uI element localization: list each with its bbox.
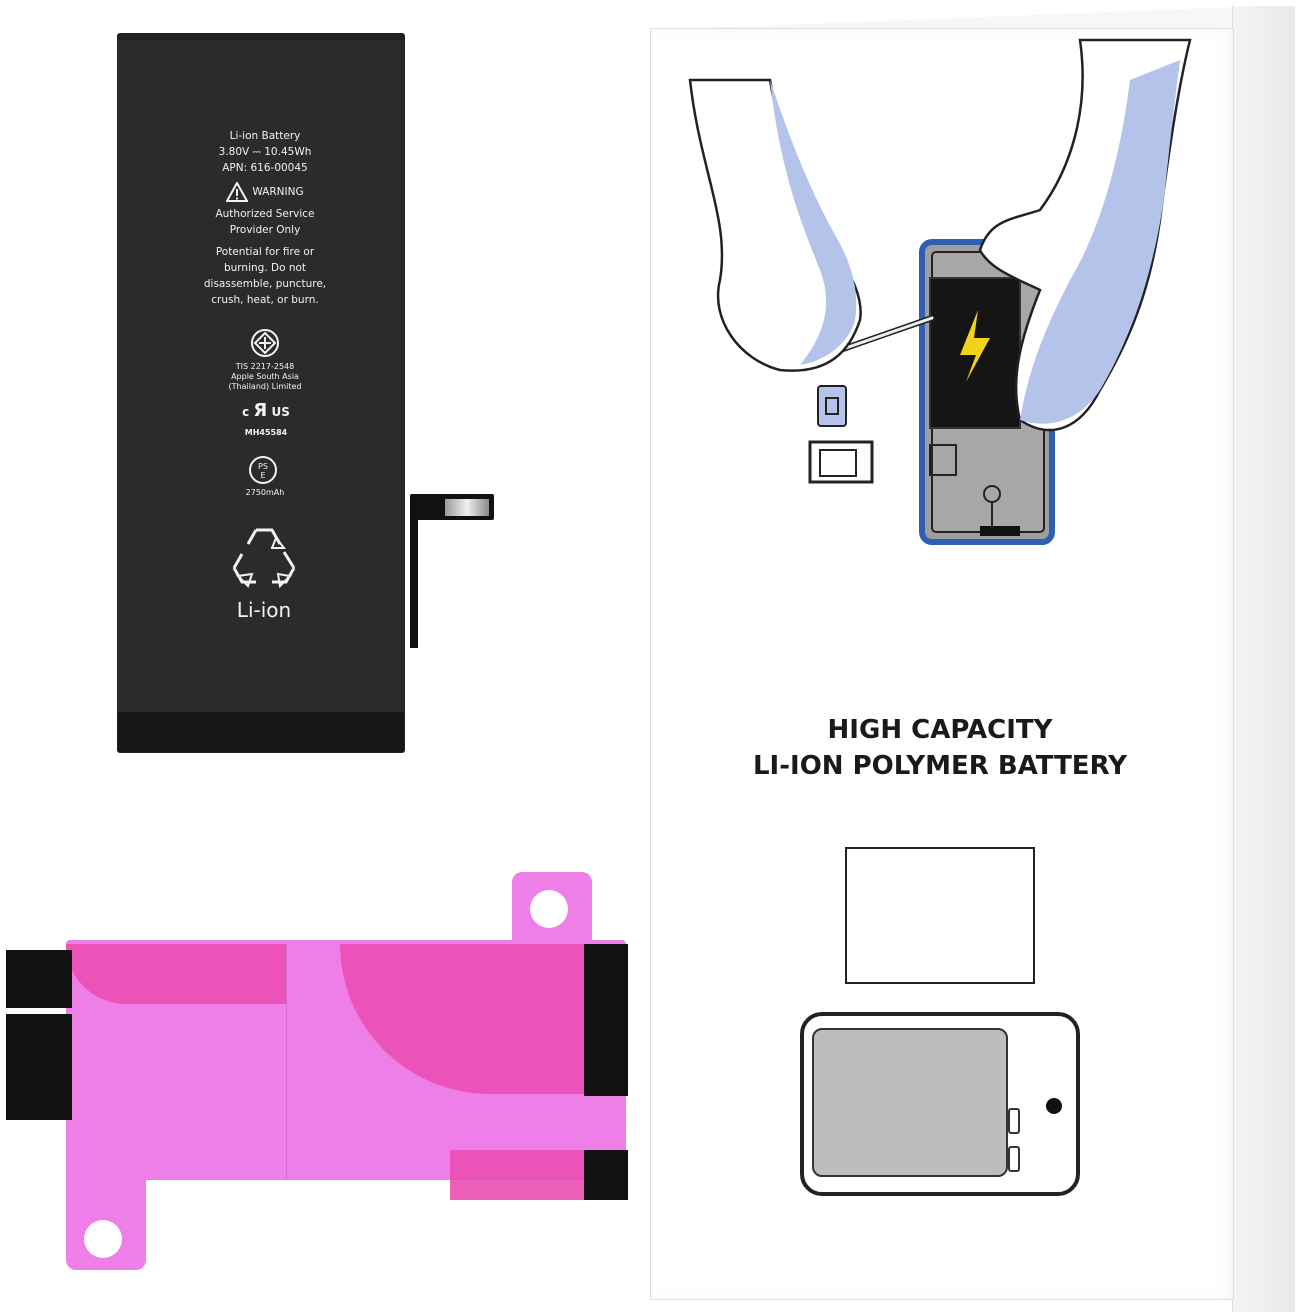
adhesive-top-hole — [530, 890, 568, 928]
battery-top-edge — [118, 34, 404, 40]
service-line-1: Authorized Service — [215, 208, 315, 220]
battery-cell — [118, 34, 404, 752]
hazard-line-2: burning. Do not — [223, 262, 307, 274]
ul-mark: c Я US — [226, 402, 306, 420]
battery-voltage: 3.80V ⎓ 10.45Wh — [218, 146, 312, 158]
adhesive-pull-tab — [584, 944, 628, 1096]
box-title-line-1: HIGH CAPACITY — [827, 715, 1053, 745]
tis-line-1: TIS 2217-2548 — [235, 362, 295, 371]
battery-connector-plate — [445, 499, 489, 516]
ul-c: c — [242, 405, 250, 419]
adhesive-pull-tab — [6, 1014, 72, 1120]
warning-triangle-icon — [226, 182, 249, 202]
recycle-label: Li-ion — [236, 598, 292, 622]
lightning-bolt-icon — [960, 310, 990, 382]
phone-button-drawing — [1008, 1146, 1020, 1172]
adhesive-magenta-band — [450, 1150, 590, 1200]
battery-type: Li-ion Battery — [229, 130, 301, 142]
adhesive-divider — [286, 944, 287, 1180]
tis-line-2: Apple South Asia — [231, 372, 299, 381]
service-line-2: Provider Only — [229, 224, 301, 236]
tis-text: TIS 2217-2548 Apple South Asia (Thailand… — [200, 362, 330, 392]
tis-certification-icon — [251, 329, 279, 357]
ul-us: US — [271, 405, 290, 419]
box-side-panel — [1232, 6, 1295, 1312]
adhesive-pull-tab — [6, 950, 72, 1008]
hazard-line-4: crush, heat, or burn. — [211, 294, 319, 306]
battery-apn: APN: 616-00045 — [222, 162, 308, 174]
hazard-line-1: Potential for fire or — [215, 246, 315, 258]
box-label-area — [845, 847, 1035, 984]
hands-replacing-battery-illustration — [688, 38, 1192, 545]
warning-label: WARNING — [252, 186, 304, 198]
battery-flex-cable — [410, 498, 418, 648]
adhesive-pull-tab — [584, 1150, 628, 1200]
adhesive-bottom-hole — [84, 1220, 122, 1258]
ul-code: MH45584 — [244, 428, 288, 437]
battery-label: Li-ion Battery 3.80V ⎓ 10.45Wh APN: 616-… — [170, 128, 360, 308]
box-title: HIGH CAPACITY LI-ION POLYMER BATTERY — [700, 712, 1180, 784]
battery-bottom-band — [118, 712, 404, 752]
phone-camera-dot — [1046, 1098, 1062, 1114]
sim-card-icon — [817, 385, 847, 427]
phone-button-drawing — [1008, 1108, 1020, 1134]
tis-line-3: (Thailand) Limited — [228, 382, 302, 391]
ul-logo-icon: Я — [253, 400, 268, 421]
box-title-line-2: LI-ION POLYMER BATTERY — [752, 751, 1127, 781]
battery-capacity: 2750mAh — [245, 488, 285, 497]
adhesive-magenta-band — [66, 944, 286, 1004]
hazard-line-3: disassemble, puncture, — [203, 278, 327, 290]
phone-battery-drawing — [812, 1028, 1008, 1177]
recycle-icon — [232, 528, 296, 589]
warning-row: WARNING — [170, 182, 360, 202]
